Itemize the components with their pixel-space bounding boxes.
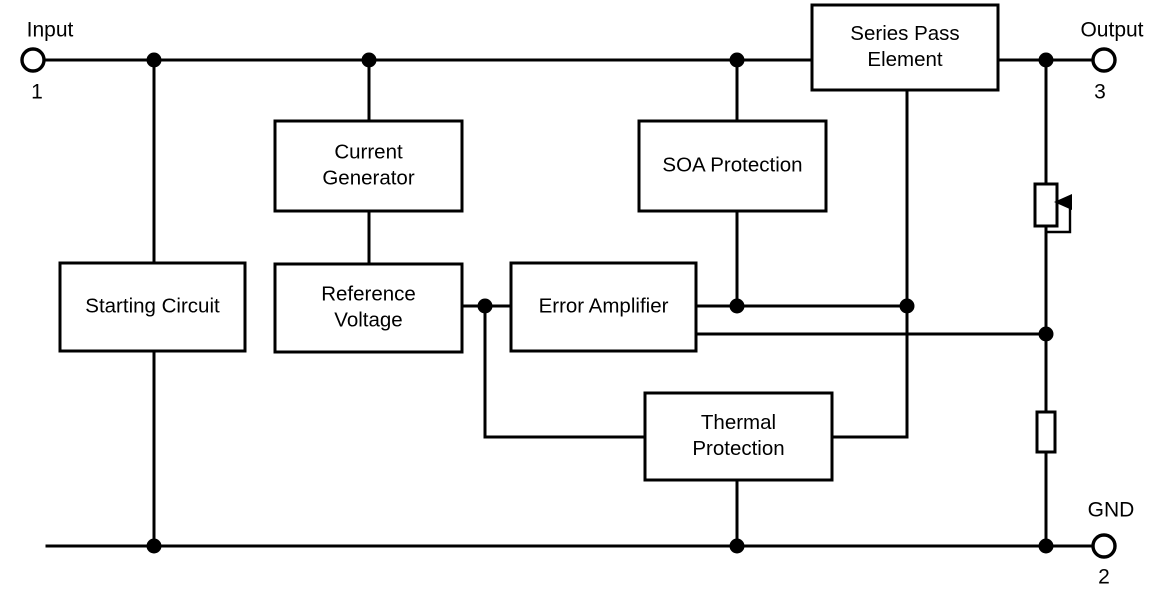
terminal-label-output: Output <box>1080 19 1143 42</box>
block-label-starting-circuit: Starting Circuit <box>85 294 220 317</box>
terminal-circle-gnd[interactable] <box>1091 533 1117 559</box>
terminal-number-input: 1 <box>31 81 43 104</box>
junction-reference-out-node <box>477 298 493 314</box>
terminal-label-gnd: GND <box>1088 499 1135 522</box>
block-rect-reference-voltage[interactable] <box>273 262 464 354</box>
junction-gnd-divider-node <box>1038 538 1054 554</box>
block-label-soa-protection: SOA Protection <box>662 153 802 176</box>
wire-reference-to-thermal <box>483 304 647 439</box>
wires-layer <box>45 58 1092 548</box>
block-rect-current-generator[interactable] <box>273 119 464 213</box>
blocks-layer: Starting Circuit CurrentGeneratorReferenc… <box>58 3 1000 482</box>
junction-feedback-tap-node <box>1038 326 1054 342</box>
block-rect-starting-circuit[interactable] <box>58 261 247 353</box>
block-error-amplifier[interactable]: Error Amplifier <box>509 261 698 353</box>
junction-erroramp-soa-node <box>729 298 745 314</box>
junction-input-currentgen-node <box>361 52 377 68</box>
block-soa-protection[interactable]: SOA Protection <box>637 119 828 213</box>
block-rect-series-pass-element[interactable] <box>810 3 1000 92</box>
junction-erroramp-pass-node <box>899 298 915 314</box>
terminal-label-input: Input <box>27 19 74 42</box>
block-label-current-generator: Current <box>334 140 403 163</box>
terminal-circle-input[interactable] <box>20 47 46 73</box>
block-label-error-amplifier: Error Amplifier <box>539 294 669 317</box>
junction-gnd-thermal-node <box>729 538 745 554</box>
terminal-number-output: 3 <box>1094 81 1106 104</box>
block-label-thermal-protection: Protection <box>692 437 784 460</box>
block-rect-thermal-protection[interactable] <box>643 391 834 482</box>
junction-gnd-start-node <box>146 538 162 554</box>
components-layer <box>1033 182 1072 454</box>
terminal-number-gnd: 2 <box>1098 566 1110 589</box>
terminal-output[interactable]: Output 3 <box>1080 19 1143 104</box>
wire-series-pass-to-control-bus <box>830 88 909 439</box>
feedback-potentiometer[interactable] <box>1033 182 1059 228</box>
block-label-series-pass-element: Element <box>867 48 943 71</box>
terminal-circle-output[interactable] <box>1091 47 1117 73</box>
terminal-input[interactable]: Input 1 <box>20 19 74 104</box>
block-label-thermal-protection: Thermal <box>701 411 776 434</box>
block-rect-error-amplifier[interactable] <box>509 261 698 353</box>
block-rect-soa-protection[interactable] <box>637 119 828 213</box>
lower-divider-resistor[interactable] <box>1035 410 1057 454</box>
junction-output-node <box>1038 52 1054 68</box>
potentiometer-wiper-arrow-icon <box>1054 194 1072 210</box>
block-label-current-generator: Generator <box>322 166 414 189</box>
junction-input-soa-node <box>729 52 745 68</box>
junction-input-start-node <box>146 52 162 68</box>
block-label-series-pass-element: Series Pass <box>850 22 959 45</box>
wire-pot-wiper-return <box>1044 200 1072 234</box>
terminal-gnd[interactable]: GND 2 <box>1088 499 1135 589</box>
block-starting-circuit[interactable]: Starting Circuit <box>58 261 247 353</box>
block-label-reference-voltage: Voltage <box>334 308 402 331</box>
block-label-reference-voltage: Reference <box>321 282 416 305</box>
junctions-layer <box>146 52 1054 554</box>
